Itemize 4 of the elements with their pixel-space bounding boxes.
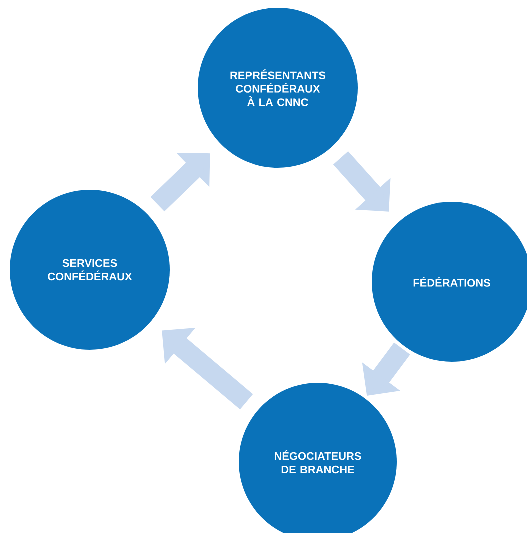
circle-node: SERVICES CONFÉDÉRAUX [10, 190, 170, 350]
circle-node: REPRÉSENTANTS CONFÉDÉRAUX À LA CNNC [198, 8, 358, 168]
block-arrow [333, 151, 391, 212]
block-arrow [150, 153, 210, 212]
